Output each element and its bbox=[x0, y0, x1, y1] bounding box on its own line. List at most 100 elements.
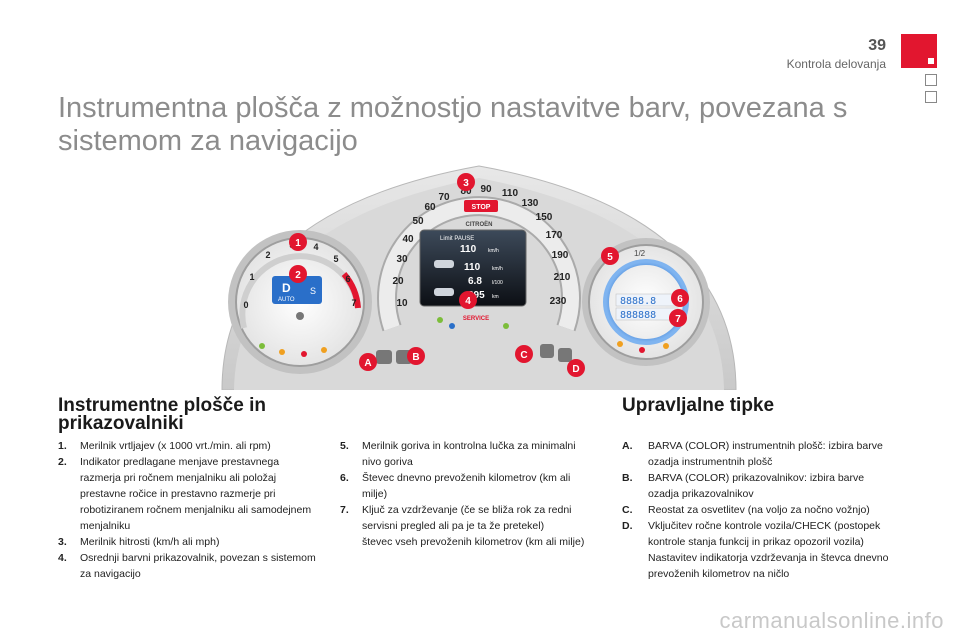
tach-tick-label: 0 bbox=[243, 300, 248, 310]
list-item: 7.Ključ za vzdrževanje (če se bliža rok … bbox=[340, 504, 585, 548]
car-icon bbox=[434, 288, 454, 296]
speed-tick-label: 230 bbox=[550, 296, 567, 307]
list-item: 6.Števec dnevno prevoženih kilometrov (k… bbox=[340, 472, 571, 500]
callout-7: 7 bbox=[675, 314, 681, 325]
chapter-tab-empty[interactable] bbox=[925, 74, 937, 86]
trip-odometer: 8888.8 bbox=[620, 296, 656, 307]
tachometer-dial: 0 1 2 3 4 5 6 7 D AUTO S bbox=[228, 230, 372, 374]
range-unit: km bbox=[492, 294, 499, 300]
list-item: C.Reostat za osvetlitev (na voljo za noč… bbox=[622, 504, 870, 516]
speed-tick-label: 130 bbox=[522, 198, 539, 209]
callout-2: 2 bbox=[295, 270, 301, 281]
list-item: B.BARVA (COLOR) prikazovalnikov: izbira … bbox=[622, 472, 865, 500]
tach-tick-label: 1 bbox=[249, 272, 254, 282]
section-name: Kontrola delovanja bbox=[786, 57, 886, 71]
warning-lamp-icon bbox=[663, 343, 669, 349]
service-label: SERVICE bbox=[463, 316, 489, 322]
list-item: 3.Merilnik hitrosti (km/h ali mph) bbox=[58, 536, 220, 548]
speed-tick-label: 50 bbox=[412, 216, 424, 227]
speed-tick-label: 40 bbox=[402, 234, 414, 245]
speed-tick-label: 170 bbox=[546, 230, 563, 241]
gauges-list-continued: 5.Merilnik goriva in kontrolna lučka za … bbox=[340, 438, 585, 550]
fuel-gauge-dial: 1/2 8888.8 888888 bbox=[582, 238, 710, 366]
speed-tick-label: 190 bbox=[552, 250, 569, 261]
warning-lamp-icon bbox=[301, 351, 307, 357]
speedometer-dial: 10 20 30 40 50 60 70 80 90 110 130 150 1… bbox=[377, 184, 581, 332]
left-heading-line2: prikazovalniki bbox=[58, 413, 184, 434]
page-title: Instrumentna plošča z možnostjo nastavit… bbox=[58, 92, 848, 157]
chapter-tab-empty[interactable] bbox=[925, 91, 937, 103]
warning-lamp-icon bbox=[321, 347, 327, 353]
warning-lamp-icon bbox=[437, 317, 443, 323]
warning-lamp-icon bbox=[639, 347, 645, 353]
speed-tick-label: 30 bbox=[396, 254, 408, 265]
list-item: 1.Merilnik vrtljajev (x 1000 vrt./min. a… bbox=[58, 440, 271, 452]
callout-3: 3 bbox=[463, 178, 469, 189]
rheostat-button bbox=[540, 344, 554, 358]
fuel-consumption: 6.8 bbox=[468, 276, 482, 287]
check-button bbox=[558, 348, 572, 362]
callout-c: C bbox=[520, 350, 527, 361]
warning-lamp-icon bbox=[617, 341, 623, 347]
list-item: 5.Merilnik goriva in kontrolna lučka za … bbox=[340, 440, 576, 468]
speed-scale: 10 20 30 40 50 60 70 80 90 110 130 150 1… bbox=[392, 184, 570, 309]
controls-list: A.BARVA (COLOR) instrumentnih plošč: izb… bbox=[622, 438, 890, 582]
color-panels-button bbox=[376, 350, 392, 364]
speed-tick-label: 20 bbox=[392, 276, 404, 287]
list-item: A.BARVA (COLOR) instrumentnih plošč: izb… bbox=[622, 440, 883, 468]
instrument-panel-illustration: 0 1 2 3 4 5 6 7 D AUTO S 1/2 8888.8 8888… bbox=[221, 165, 737, 390]
total-odometer: 888888 bbox=[620, 310, 656, 321]
range-value: 395 bbox=[468, 290, 485, 301]
callout-5: 5 bbox=[607, 252, 613, 263]
speed-tick-label: 210 bbox=[554, 272, 571, 283]
gear-display bbox=[272, 276, 322, 304]
callout-6: 6 bbox=[677, 294, 683, 305]
brand-label: CITROËN bbox=[466, 221, 493, 228]
speed-tick-label: 80 bbox=[460, 186, 472, 197]
left-heading-line1: Instrumentne plošče in bbox=[58, 395, 266, 416]
warning-lamp-icon bbox=[259, 343, 265, 349]
warning-lamp-icon bbox=[449, 323, 455, 329]
callout-d: D bbox=[572, 364, 579, 375]
stop-warning-label: STOP bbox=[472, 204, 491, 211]
tach-tick-label: 2 bbox=[265, 250, 270, 260]
left-section-heading: Instrumentne plošče in prikazovalniki bbox=[58, 395, 266, 434]
warning-lamp-icon bbox=[503, 323, 509, 329]
gear-indicator: D bbox=[282, 281, 291, 295]
callout-4: 4 bbox=[465, 296, 471, 307]
car-icon bbox=[434, 260, 454, 268]
list-item: D.Vključitev ročne kontrole vozila/CHECK… bbox=[622, 520, 889, 580]
cruise-speed: 110 bbox=[464, 262, 481, 273]
speed-tick-label: 150 bbox=[536, 212, 553, 223]
callout-b: B bbox=[412, 352, 419, 363]
watermark: carmanualsonline.info bbox=[719, 608, 944, 633]
gear-mode: AUTO bbox=[278, 297, 295, 303]
tach-tick-label: 5 bbox=[333, 254, 338, 264]
page-number: 39 bbox=[868, 37, 886, 54]
speed-tick-label: 110 bbox=[502, 188, 519, 199]
speed-tick-label: 70 bbox=[438, 192, 450, 203]
stop-warning-badge bbox=[464, 200, 498, 212]
right-section-heading: Upravljalne tipke bbox=[622, 395, 775, 416]
limit-speed: 110 bbox=[460, 244, 477, 255]
callout-1: 1 bbox=[295, 238, 301, 249]
callout-markers: 1 2 3 4 5 6 7 A B C D bbox=[289, 173, 689, 377]
tach-tick-label: 7 bbox=[351, 298, 356, 308]
speed-tick-label: 90 bbox=[480, 184, 492, 195]
limit-unit: km/h bbox=[488, 248, 499, 254]
speed-tick-label: 10 bbox=[396, 298, 408, 309]
consumption-unit: l/100 bbox=[492, 280, 503, 286]
fuel-scale-label: 1/2 bbox=[634, 249, 646, 258]
tach-tick-label: 6 bbox=[345, 274, 350, 284]
gear-position: S bbox=[310, 286, 316, 296]
display-banner: Limit PAUSE bbox=[440, 236, 474, 242]
warning-lamp-icon bbox=[279, 349, 285, 355]
chapter-tab[interactable] bbox=[901, 34, 937, 68]
callout-a: A bbox=[364, 358, 371, 369]
tach-tick-label: 4 bbox=[313, 242, 318, 252]
page-header: 39 Kontrola delovanja bbox=[787, 38, 886, 72]
speed-tick-label: 60 bbox=[424, 202, 436, 213]
list-item: 2.Indikator predlagane menjave prestavne… bbox=[58, 456, 312, 532]
list-item: 4.Osrednji barvni prikazovalnik, povezan… bbox=[58, 552, 316, 580]
gauges-list: 1.Merilnik vrtljajev (x 1000 vrt./min. a… bbox=[58, 438, 320, 582]
